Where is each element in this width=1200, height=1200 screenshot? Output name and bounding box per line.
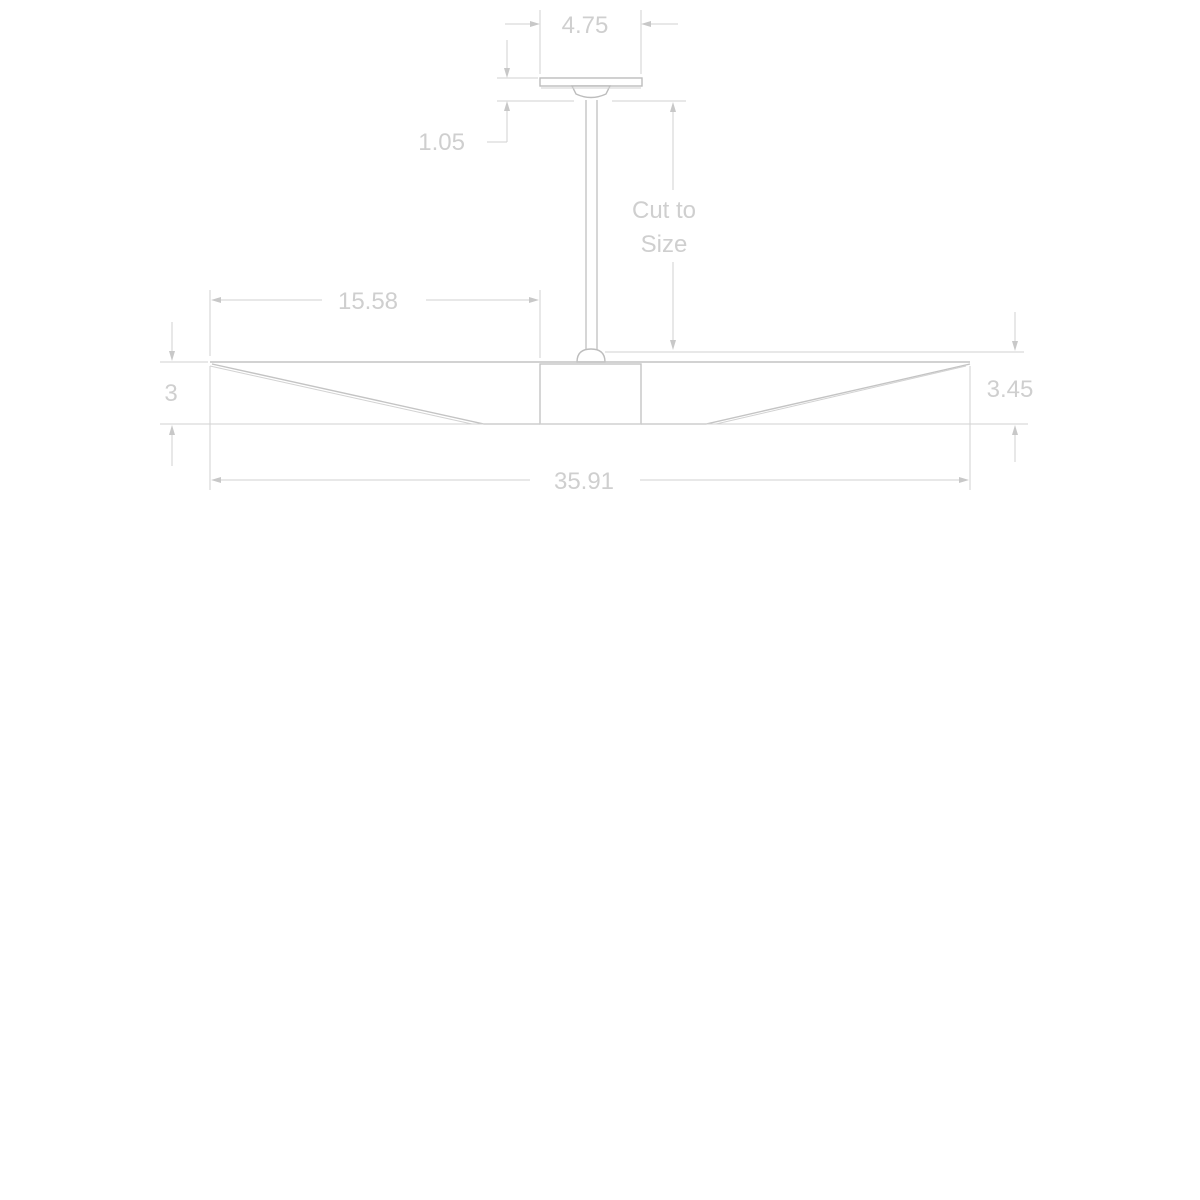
canopy-width-arrow-right [641, 21, 651, 27]
overall-span-label: 35.91 [554, 468, 614, 495]
blade-right-underside [641, 363, 971, 425]
overall-span-dimension: 35.91 [209, 366, 969, 495]
hub-height-left-label: 3 [164, 380, 177, 407]
blade-to-hub-label: 15.58 [338, 288, 398, 315]
blade-right-bevel [715, 365, 967, 425]
canopy-cup [570, 85, 612, 99]
canopy-width-label: 4.75 [562, 12, 609, 39]
overall-span-arrow-left [211, 477, 221, 483]
canopy [539, 77, 643, 99]
blade-left-bevel [209, 365, 473, 425]
overall-span-arrow-right [959, 477, 969, 483]
blade-to-hub-arrow-right [529, 297, 539, 303]
blades [209, 361, 971, 425]
downrod-length-arrow-top [670, 102, 676, 112]
blade-to-hub-dimension: 15.58 [209, 288, 541, 358]
motor-housing [539, 363, 642, 425]
motor-hub [539, 348, 642, 425]
hub-height-left-arrow-bottom [169, 425, 175, 435]
downrod-length-label-line-2: Size [641, 231, 688, 258]
hub-height-right-arrow-bottom [1012, 425, 1018, 435]
hub-height-left-arrow-top [169, 351, 175, 361]
hub-height-left-dimension: 3 [160, 322, 208, 466]
canopy-width-arrow-left [530, 21, 540, 27]
blade-to-hub-arrow-left [211, 297, 221, 303]
hub-height-right-label: 3.45 [987, 376, 1034, 403]
downrod-length-arrow-bottom [670, 340, 676, 350]
canopy-height-arrow-bottom [504, 101, 510, 111]
hub-collar [576, 348, 606, 363]
canopy-height-label: 1.05 [418, 129, 465, 156]
downrod-length-dimension: Cut to Size [612, 100, 696, 350]
canopy-width-dimension: 4.75 [505, 10, 678, 74]
blade-left-underside [211, 363, 540, 425]
canopy-plate [539, 77, 643, 87]
hub-height-right-arrow-top [1012, 341, 1018, 351]
downrod [585, 100, 598, 352]
hub-height-right-dimension: 3.45 [605, 312, 1033, 490]
canopy-height-dimension: 1.05 [418, 40, 574, 156]
canopy-height-arrow-top [504, 68, 510, 78]
downrod-length-label-line-1: Cut to [632, 197, 696, 224]
